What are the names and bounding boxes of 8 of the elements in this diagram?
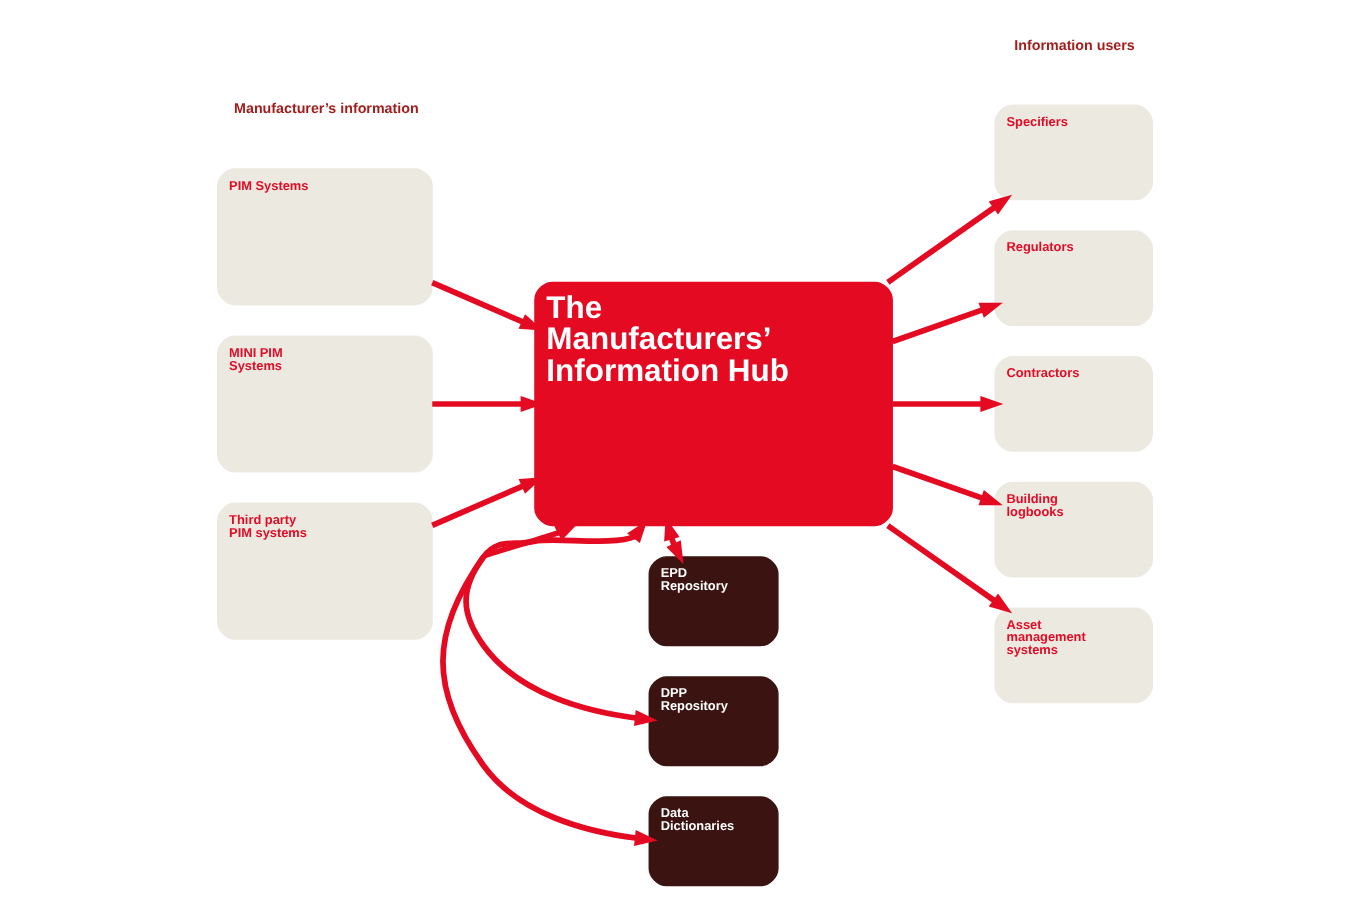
arrow <box>440 522 658 846</box>
arrow <box>886 194 1013 285</box>
arrow <box>892 395 1004 413</box>
node-box: The Manufacturers’ Information Hub <box>534 281 893 527</box>
arrow <box>891 463 1003 506</box>
arrow <box>886 523 1013 614</box>
arrow <box>891 302 1003 345</box>
arrow <box>463 520 658 726</box>
